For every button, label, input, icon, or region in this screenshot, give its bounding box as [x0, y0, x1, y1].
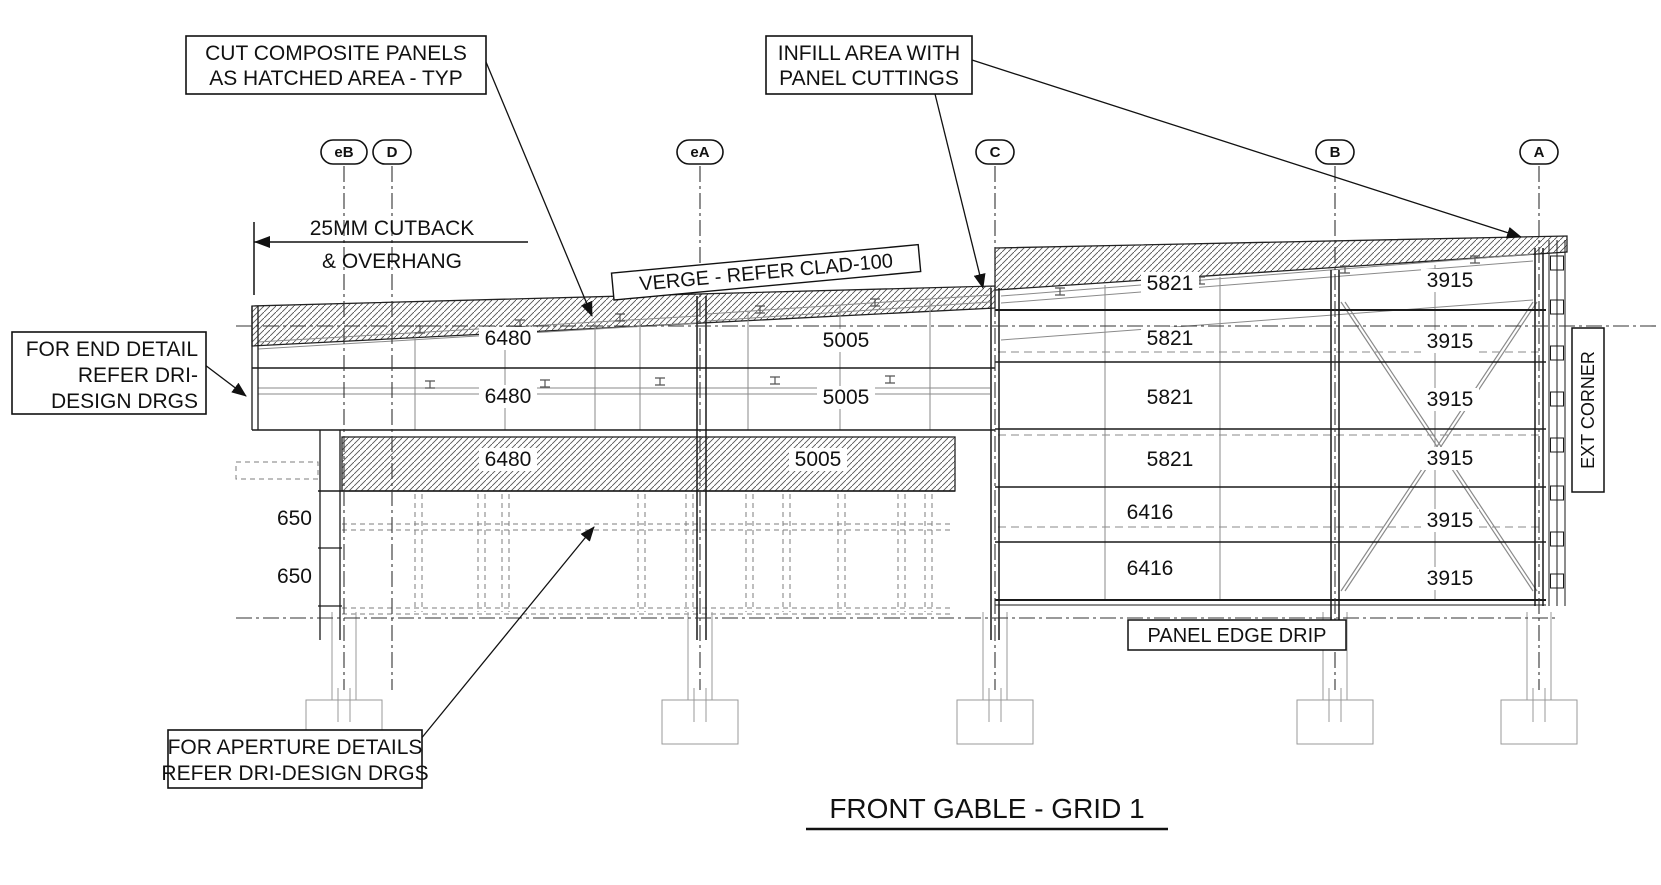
grid-bubble-C — [975, 139, 1015, 165]
cutback-text: & OVERHANG — [322, 250, 462, 273]
panel-dim: 6416 — [1127, 557, 1174, 580]
grid-bubble-eB — [320, 139, 368, 165]
callout-text: DESIGN DRGS — [51, 390, 198, 413]
drawing-title: FRONT GABLE - GRID 1 — [829, 793, 1144, 824]
verge-text: VERGE - REFER CLAD-100 — [638, 250, 893, 295]
grid-label: eA — [690, 144, 709, 161]
callout-text: PANEL CUTTINGS — [779, 67, 959, 90]
panel-dim: 3915 — [1427, 509, 1474, 532]
panel-dim: 5005 — [823, 386, 870, 409]
panel-edge-drip-text: PANEL EDGE DRIP — [1148, 625, 1327, 647]
callout-text: CUT COMPOSITE PANELS — [205, 42, 467, 65]
panel-dim: 5821 — [1147, 272, 1194, 295]
callout-panel-edge-drip: PANEL EDGE DRIP — [1127, 619, 1347, 651]
drawing-title-block: FRONT GABLE - GRID 1 — [806, 793, 1168, 831]
grid-bubble-B — [1315, 139, 1355, 165]
aperture-dashed-framing — [235, 461, 952, 615]
ext-corner-text: EXT CORNER — [1578, 351, 1598, 469]
left-bay-dims: 6480 6480 6480 — [479, 327, 537, 471]
panel-dimension-labels: 6480 6480 6480 5005 5005 5005 5821 5821 … — [277, 269, 1479, 590]
cutback-text: 25MM CUTBACK — [310, 217, 475, 240]
grid-lines — [236, 166, 1658, 690]
panel-dim: 5821 — [1147, 386, 1194, 409]
roof-verge-band-right — [994, 235, 1568, 291]
footing — [956, 612, 1034, 745]
panel-dim: 3915 — [1427, 388, 1474, 411]
footing — [1500, 612, 1578, 745]
callout-text: FOR END DETAIL — [26, 338, 198, 361]
grid-label: A — [1534, 144, 1545, 161]
panel-dim: 6480 — [485, 327, 532, 350]
callout-text: AS HATCHED AREA - TYP — [209, 67, 463, 90]
side-height-dims: 650 650 — [277, 507, 312, 588]
callout-ext-corner: EXT CORNER — [1571, 327, 1605, 493]
panel-dim: 3915 — [1427, 269, 1474, 292]
grid-bubbles — [320, 139, 1559, 165]
footing — [1296, 612, 1374, 745]
panel-dim: 6480 — [485, 448, 532, 471]
height-dim: 650 — [277, 565, 312, 588]
grid-label: eB — [334, 144, 353, 161]
panel-clip-symbols — [415, 255, 1480, 389]
cutback-dimension-note: 25MM CUTBACK & OVERHANG — [253, 217, 528, 295]
height-dim: 650 — [277, 507, 312, 530]
panel-dim: 5005 — [823, 329, 870, 352]
callout-text: INFILL AREA WITH — [778, 42, 960, 65]
panel-dim: 6416 — [1127, 501, 1174, 524]
footing — [661, 612, 739, 745]
grid-label: B — [1330, 144, 1341, 161]
right-bay-width-dims: 5821 5821 5821 5821 6416 6416 — [1121, 272, 1199, 580]
callout-infill: INFILL AREA WITH PANEL CUTTINGS — [765, 35, 973, 95]
primary-wall-lines — [251, 240, 1566, 640]
grid-bubble-D — [372, 139, 412, 165]
callout-end-detail: FOR END DETAIL REFER DRI- DESIGN DRGS — [11, 331, 207, 415]
panel-dim: 3915 — [1427, 447, 1474, 470]
cut-panel-hatched-band — [341, 436, 956, 492]
panel-dim: 6480 — [485, 385, 532, 408]
brace-bay-dims: 3915 3915 3915 3915 3915 3915 — [1421, 269, 1479, 590]
grid-bubble-labels: eB D eA C B A — [334, 144, 1544, 161]
grid-label: C — [990, 144, 1001, 161]
callout-cut-composite: CUT COMPOSITE PANELS AS HATCHED AREA - T… — [185, 35, 487, 95]
grid-bubble-eA — [676, 139, 724, 165]
callout-aperture: FOR APERTURE DETAILS REFER DRI-DESIGN DR… — [161, 729, 429, 789]
grid-label: D — [387, 144, 398, 161]
grid-bubble-A — [1519, 139, 1559, 165]
callout-text: FOR APERTURE DETAILS — [168, 736, 423, 759]
callout-text: REFER DRI- — [78, 364, 198, 387]
panel-dim: 3915 — [1427, 567, 1474, 590]
panel-dim: 5005 — [795, 448, 842, 471]
panel-dim: 5821 — [1147, 448, 1194, 471]
callout-text: REFER DRI-DESIGN DRGS — [161, 762, 428, 785]
footings — [305, 612, 1578, 745]
middle-bay-dims: 5005 5005 5005 — [789, 329, 875, 471]
panel-dim: 5821 — [1147, 327, 1194, 350]
panel-dim: 3915 — [1427, 330, 1474, 353]
